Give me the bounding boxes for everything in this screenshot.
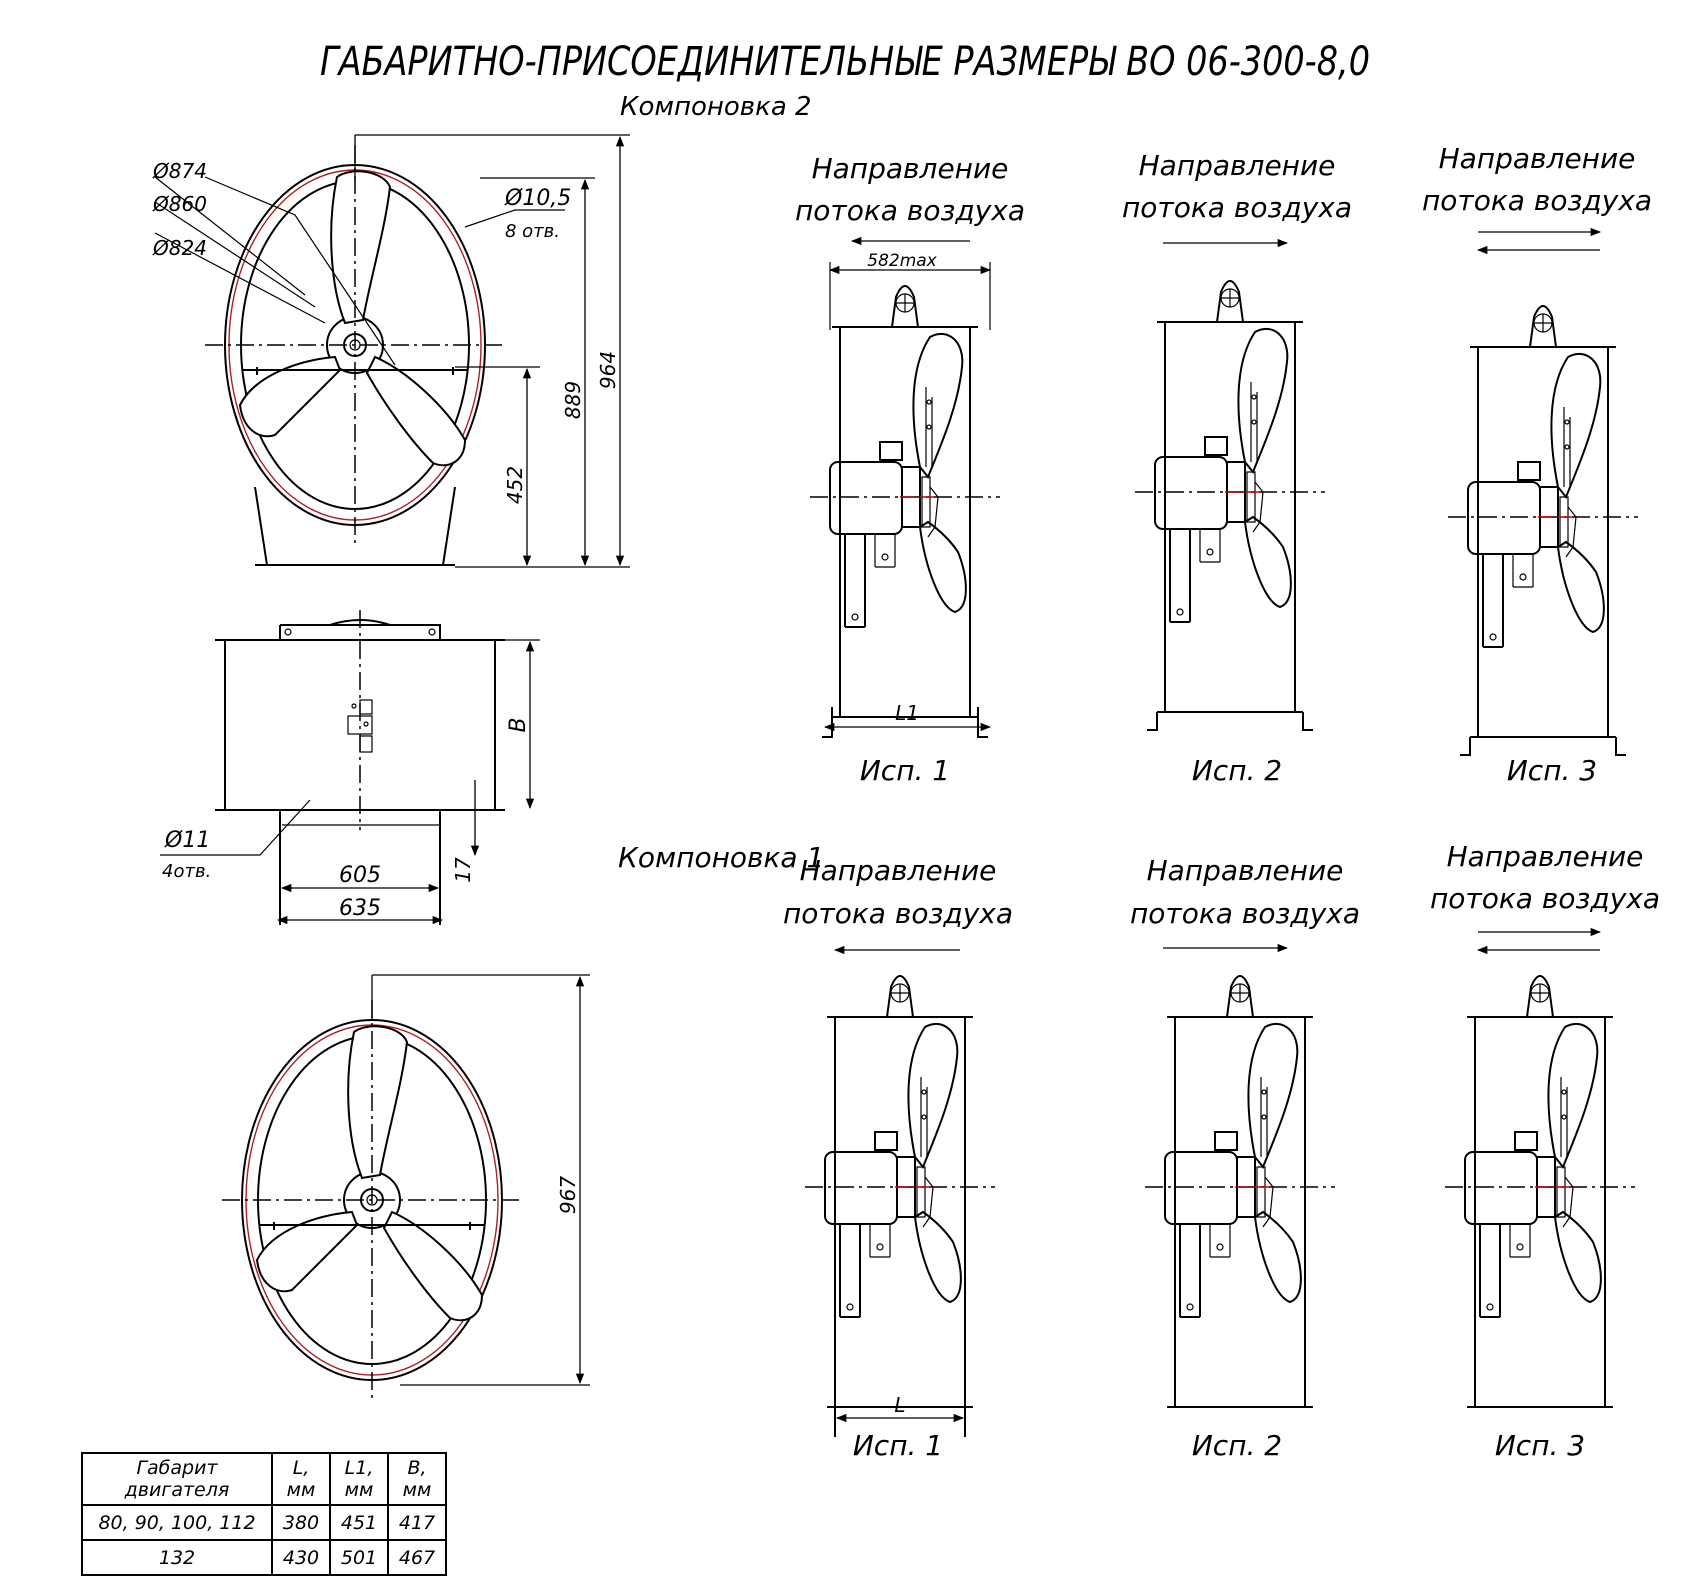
table-row: 80, 90, 100, 112 380 451 417 [81,1504,447,1541]
side-view-top-3 [1447,305,1639,756]
table-cell: 451 [329,1504,389,1541]
table-header-cell: Габарит двигателя [81,1452,273,1506]
table-cell: 467 [387,1539,447,1576]
airflow-label-top-2-line1: Направление [1139,149,1336,182]
airflow-label-bottom-1-line2: потока воздуха [783,897,1013,930]
dim-d860: Ø860 [152,192,207,216]
dim-l: L [894,1393,905,1417]
dim-b: B [506,717,531,732]
variant-top-3: Исп. 3 [1507,754,1597,787]
dim-967: 967 [556,1176,580,1214]
airflow-label-top-1-line2: потока воздуха [795,194,1025,227]
table-cell: 417 [387,1504,447,1541]
table-header-cell: L, мм [271,1452,331,1506]
airflow-label-bottom-3-line2: потока воздуха [1430,882,1660,915]
airflow-label-top-1-line1: Направление [812,152,1009,185]
side-view-top-1 [809,285,1001,738]
top-view [160,610,540,925]
airflow-label-bottom-2-line2: потока воздуха [1130,897,1360,930]
table-header-cell: L1, мм [329,1452,389,1506]
airflow-label-bottom-3-line1: Направление [1447,840,1644,873]
side-view-top-2 [1134,280,1326,731]
dims-top-front [354,134,630,568]
airflow-label-top-2-line2: потока воздуха [1122,191,1352,224]
dim-d10-5: Ø10,5 [504,186,571,211]
dim-d874: Ø874 [152,159,207,183]
dim-452: 452 [503,466,527,504]
front-view-layout2 [154,144,565,566]
variant-bottom-1: Исп. 1 [853,1429,943,1462]
dim-d11: Ø11 [164,828,210,853]
layout2-label: Компоновка 2 [620,92,812,122]
dim-889: 889 [561,381,585,419]
table-header-cell: B, мм [387,1452,447,1506]
table-cell: 380 [271,1504,331,1541]
table-header-row: Габарит двигателя L, мм L1, мм B, мм [81,1452,447,1506]
variant-top-2: Исп. 2 [1192,754,1282,787]
side-view-bottom-1 [804,975,996,1437]
table-cell: 132 [81,1539,273,1576]
page-title: ГАБАРИТНО-ПРИСОЕДИНИТЕЛЬНЫЕ РАЗМЕРЫ ВО 0… [320,39,1370,85]
dim-605: 605 [339,863,381,888]
front-view-layout1 [221,999,523,1401]
dim-582max: 582max [867,251,937,271]
layout1-label: Компоновка 1 [618,841,824,874]
table-cell: 430 [271,1539,331,1576]
variant-top-1: Исп. 1 [860,754,950,787]
airflow-label-top-3-line1: Направление [1439,142,1636,175]
table-cell: 501 [329,1539,389,1576]
table-cell: 80, 90, 100, 112 [81,1504,273,1541]
dim-holes8: 8 отв. [505,221,560,242]
airflow-label-bottom-1-line1: Направление [800,854,997,887]
dim-17: 17 [451,857,475,883]
variant-bottom-2: Исп. 2 [1192,1429,1282,1462]
side-view-bottom-2 [1144,975,1336,1408]
dim-d824: Ø824 [152,236,207,260]
airflow-label-bottom-2-line1: Направление [1147,854,1344,887]
motor-size-table: Габарит двигателя L, мм L1, мм B, мм 80,… [81,1452,447,1576]
dims-bottom-front [371,974,590,1386]
side-view-bottom-3 [1444,975,1636,1408]
dim-635: 635 [339,896,381,921]
airflow-label-top-3-line2: потока воздуха [1422,184,1652,217]
table-row: 132 430 501 467 [81,1539,447,1576]
dim-l1: L1 [895,701,919,725]
dim-holes4: 4отв. [162,861,211,882]
dim-964: 964 [596,351,620,389]
variant-bottom-3: Исп. 3 [1495,1429,1585,1462]
